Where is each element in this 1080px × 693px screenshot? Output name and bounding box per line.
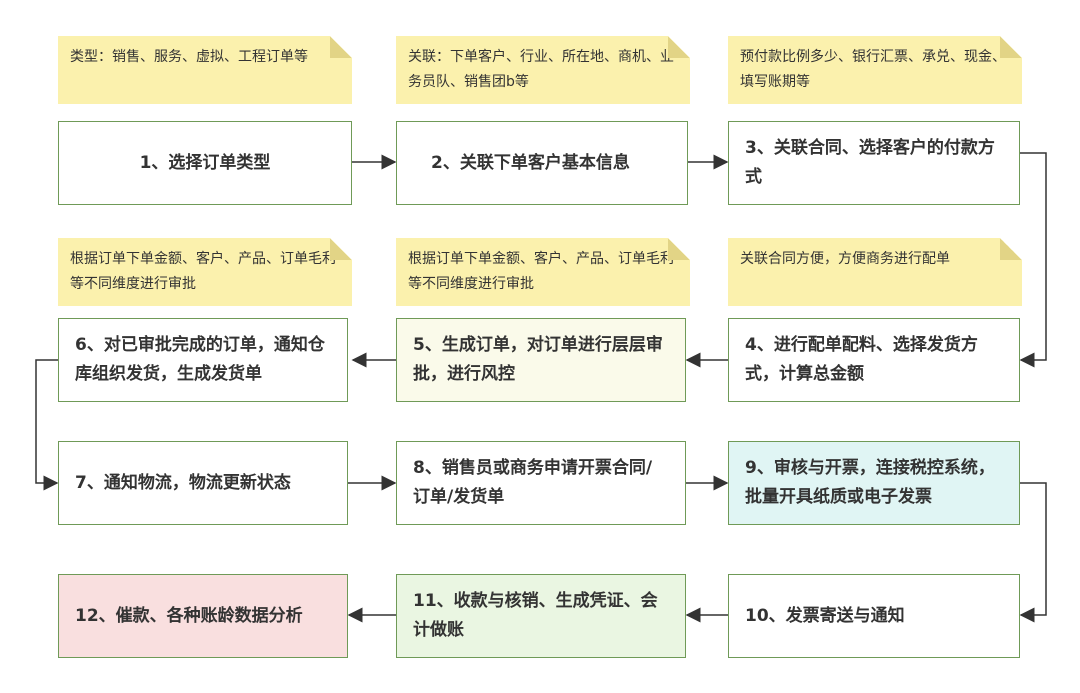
step-6: 6、对已审批完成的订单，通知仓库组织发货，生成发货单 (58, 318, 348, 402)
step-label: 6、对已审批完成的订单，通知仓库组织发货，生成发货单 (75, 335, 325, 384)
step-label: 11、收款与核销、生成凭证、会计做账 (413, 591, 658, 640)
arrow-9-10 (1019, 482, 1047, 623)
step-3: 3、关联合同、选择客户的付款方式 (728, 121, 1020, 205)
note-text: 类型：销售、服务、虚拟、工程订单等 (70, 49, 308, 65)
step-label: 3、关联合同、选择客户的付款方式 (745, 138, 995, 187)
note-payment: 预付款比例多少、银行汇票、承兑、现金、填写账期等 (728, 36, 1022, 104)
step-label: 2、关联下单客户基本信息 (431, 152, 630, 173)
step-10: 10、发票寄送与通知 (728, 574, 1020, 658)
step-1: 1、选择订单类型 (58, 121, 352, 205)
step-8: 8、销售员或商务申请开票合同/订单/发货单 (396, 441, 686, 525)
step-label: 7、通知物流，物流更新状态 (75, 472, 291, 493)
step-7: 7、通知物流，物流更新状态 (58, 441, 348, 525)
note-approval-6: 根据订单下单金额、客户、产品、订单毛利等不同维度进行审批 (58, 238, 352, 306)
step-label: 10、发票寄送与通知 (745, 605, 905, 626)
note-text: 关联：下单客户、行业、所在地、商机、业务员队、销售团b等 (408, 49, 674, 90)
step-label: 4、进行配单配料、选择发货方式，计算总金额 (745, 335, 978, 384)
step-label: 8、销售员或商务申请开票合同/订单/发货单 (413, 458, 653, 507)
note-text: 预付款比例多少、银行汇票、承兑、现金、填写账期等 (740, 49, 1006, 90)
note-text: 根据订单下单金额、客户、产品、订单毛利等不同维度进行审批 (70, 251, 336, 292)
step-5: 5、生成订单，对订单进行层层审批，进行风控 (396, 318, 686, 402)
note-order-type: 类型：销售、服务、虚拟、工程订单等 (58, 36, 352, 104)
step-9: 9、审核与开票，连接税控系统，批量开具纸质或电子发票 (728, 441, 1020, 525)
step-label: 1、选择订单类型 (139, 152, 271, 173)
arrow-3-4 (1019, 152, 1047, 368)
note-contract: 关联合同方便，方便商务进行配单 (728, 238, 1022, 306)
step-2: 2、关联下单客户基本信息 (396, 121, 688, 205)
step-11: 11、收款与核销、生成凭证、会计做账 (396, 574, 686, 658)
step-4: 4、进行配单配料、选择发货方式，计算总金额 (728, 318, 1020, 402)
step-label: 9、审核与开票，连接税控系统，批量开具纸质或电子发票 (745, 458, 995, 507)
step-label: 5、生成订单，对订单进行层层审批，进行风控 (413, 335, 663, 384)
step-12: 12、催款、各种账龄数据分析 (58, 574, 348, 658)
arrow-6-7 (35, 359, 59, 491)
note-text: 关联合同方便，方便商务进行配单 (740, 251, 950, 267)
note-approval-5: 根据订单下单金额、客户、产品、订单毛利等不同维度进行审批 (396, 238, 690, 306)
note-text: 根据订单下单金额、客户、产品、订单毛利等不同维度进行审批 (408, 251, 674, 292)
note-customer: 关联：下单客户、行业、所在地、商机、业务员队、销售团b等 (396, 36, 690, 104)
step-label: 12、催款、各种账龄数据分析 (75, 605, 303, 626)
